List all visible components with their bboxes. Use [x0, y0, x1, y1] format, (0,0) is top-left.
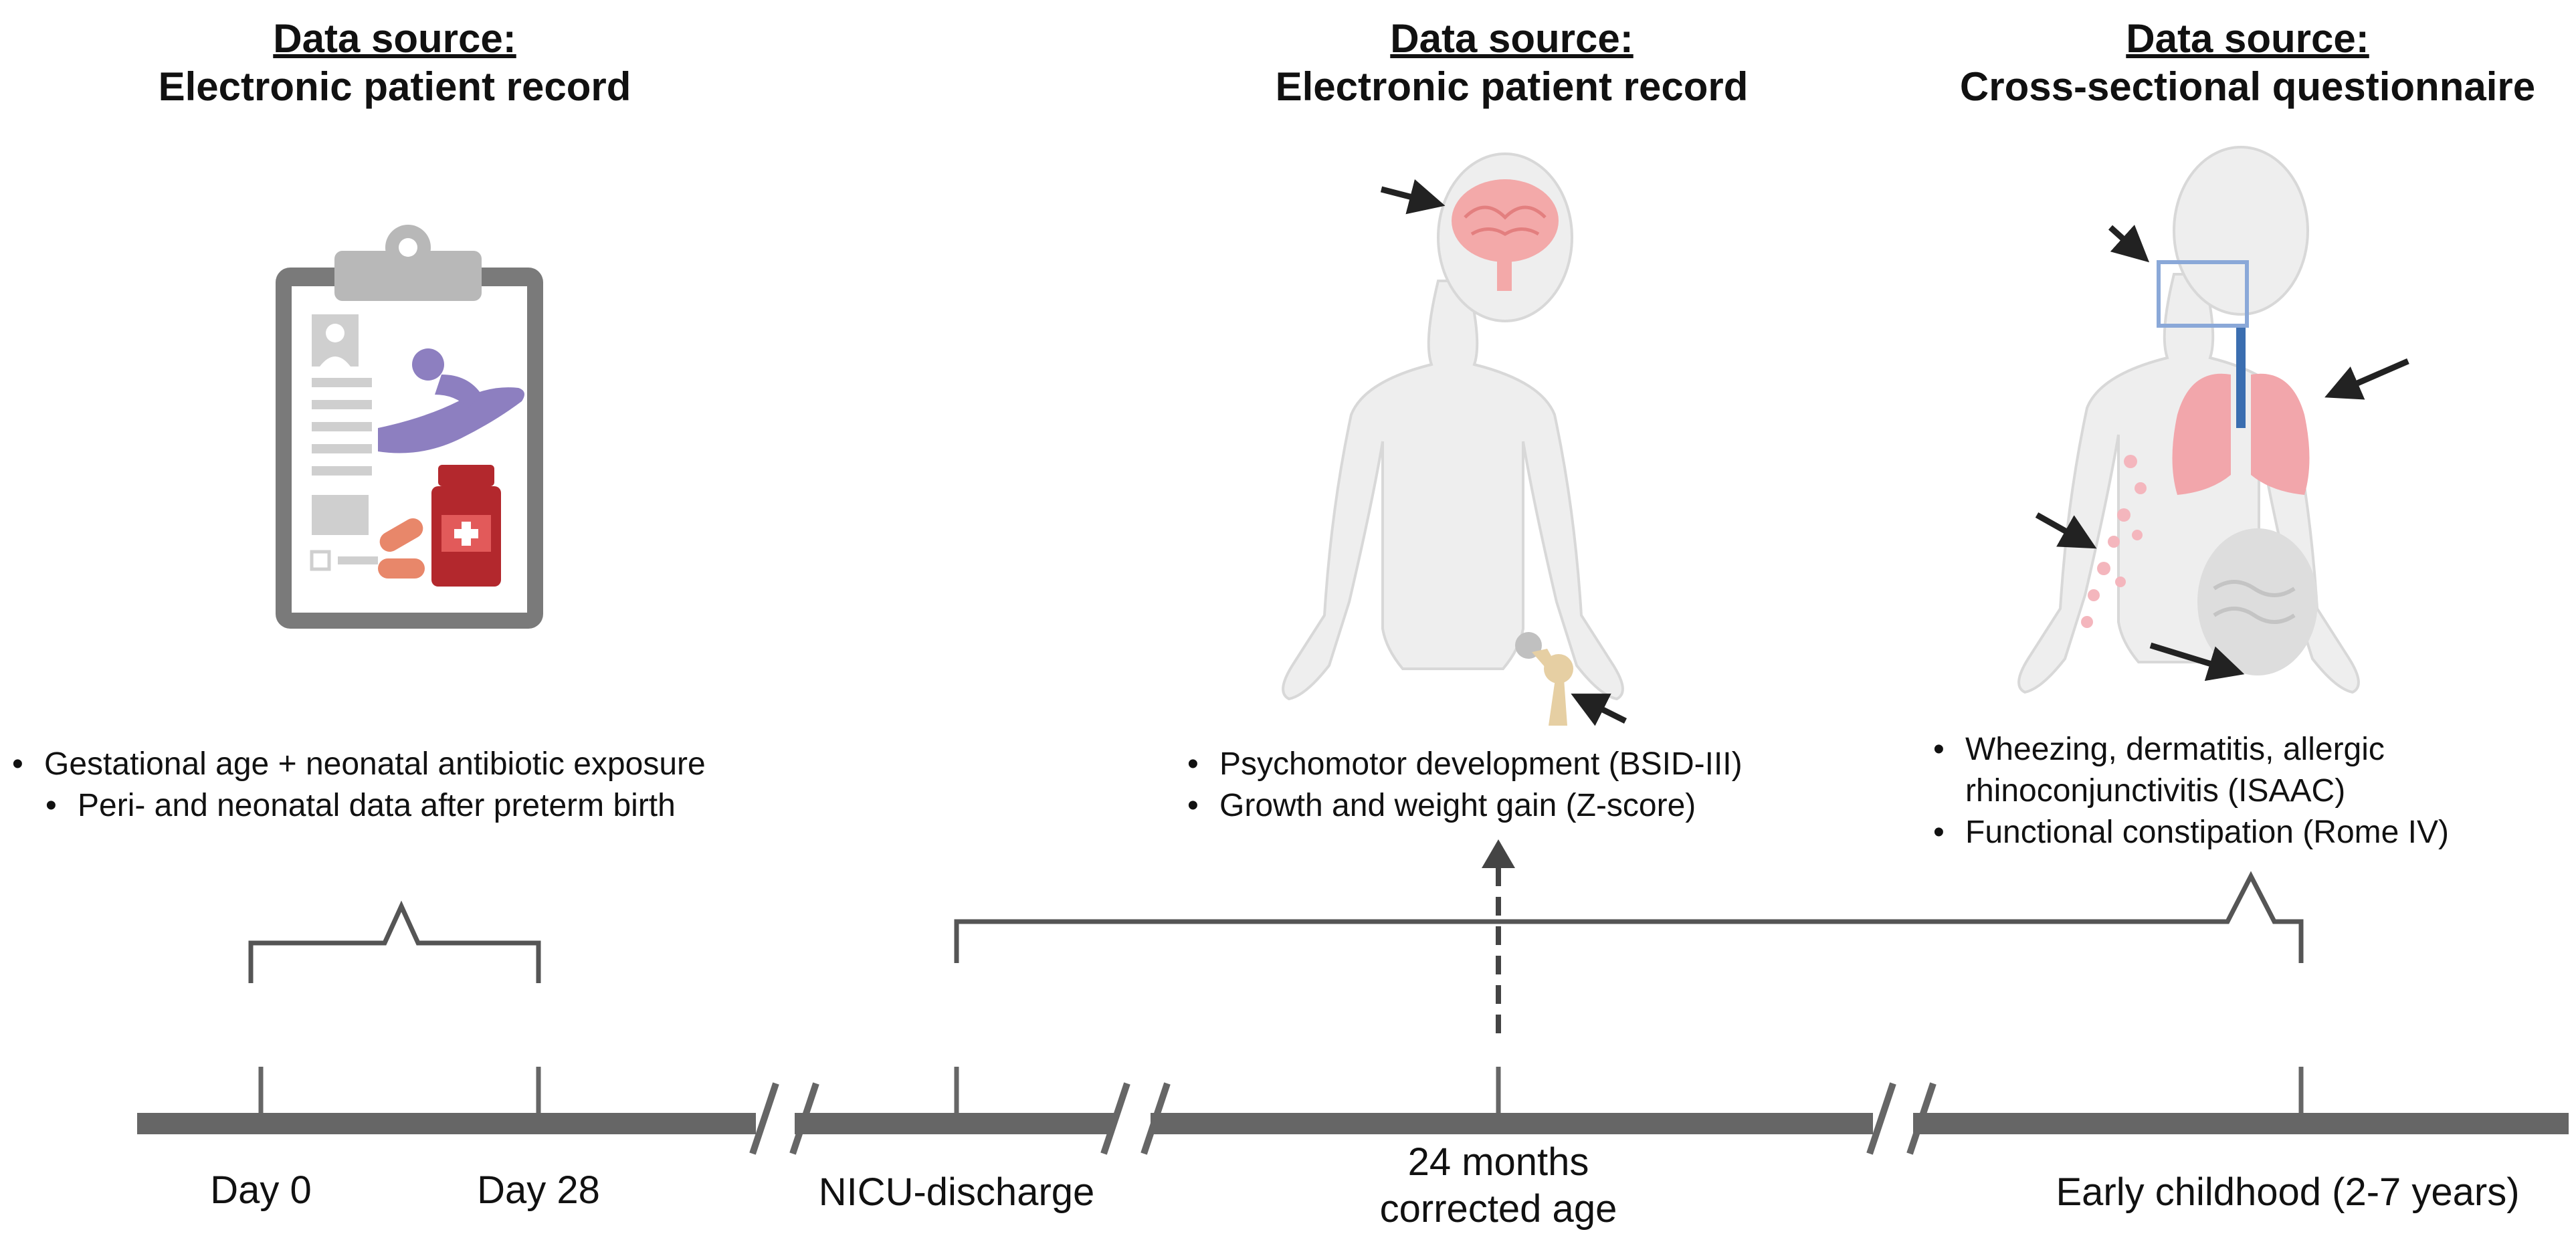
label-early-childhood: Early childhood (2-7 years)	[2056, 1170, 2520, 1214]
brace-neonatal	[248, 900, 541, 983]
label-nicu-discharge: NICU-discharge	[818, 1170, 1095, 1214]
bullets-left: Gestational age + neonatal antibiotic ex…	[12, 744, 855, 827]
label-24-months-line1: 24 months	[1407, 1140, 1589, 1184]
heading-left-record: Electronic patient record	[158, 64, 631, 109]
heading-right-record: Cross-sectional questionnaire	[1959, 64, 2536, 109]
timeline-breaks	[749, 1082, 1937, 1155]
heading-left: Data source: Electronic patient record	[127, 15, 662, 111]
bullet-left-2: Peri- and neonatal data after preterm bi…	[45, 785, 855, 827]
heading-middle-source: Data source:	[1390, 16, 1633, 61]
bullets-right: Wheezing, dermatitis, allergic rhinoconj…	[1933, 729, 2555, 853]
child-lungs-skin-gut-illustration	[2017, 146, 2360, 694]
bullet-middle-1: Psychomotor development (BSID-III)	[1187, 744, 1856, 785]
brace-followup	[954, 871, 2304, 963]
label-day28: Day 28	[477, 1168, 600, 1212]
heading-right-source: Data source:	[2126, 16, 2369, 61]
clipboard-record-icon	[276, 225, 543, 629]
child-brain-bone-illustration	[1282, 152, 1624, 726]
bullet-right-1: Wheezing, dermatitis, allergic rhinoconj…	[1933, 729, 2555, 812]
heading-left-source: Data source:	[273, 16, 516, 61]
heading-middle: Data source: Electronic patient record	[1244, 15, 1779, 111]
bullet-middle-2: Growth and weight gain (Z-score)	[1187, 785, 1856, 827]
label-24-months-line2: corrected age	[1379, 1187, 1617, 1231]
heading-right: Data source: Cross-sectional questionnai…	[1926, 15, 2569, 111]
dashed-arrow-head	[1482, 839, 1515, 868]
label-24-months: 24 months corrected age	[1298, 1139, 1699, 1233]
bullet-left-1: Gestational age + neonatal antibiotic ex…	[12, 744, 855, 785]
label-day0: Day 0	[210, 1168, 312, 1212]
indicator-arrows	[1380, 179, 2409, 726]
heading-middle-record: Electronic patient record	[1275, 64, 1749, 109]
bullet-right-2: Functional constipation (Rome IV)	[1933, 812, 2555, 853]
bullets-middle: Psychomotor development (BSID-III) Growt…	[1187, 744, 1856, 827]
timeline-ticks	[258, 1067, 2304, 1116]
